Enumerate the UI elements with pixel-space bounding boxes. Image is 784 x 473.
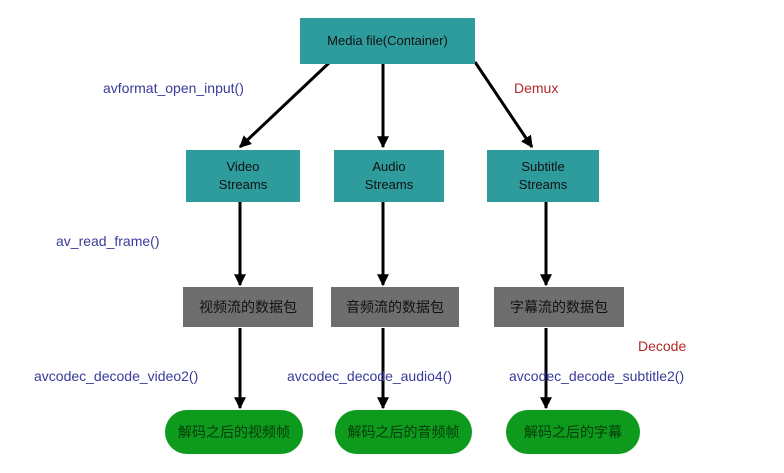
subtitle-packet-node: 字幕流的数据包 [494, 287, 624, 327]
decode-label: Decode [638, 338, 687, 354]
video-frame-node: 解码之后的视频帧 [165, 410, 303, 454]
decode-subtitle-label: avcodec_decode_subtitle2() [509, 368, 685, 384]
audio-streams-node: Audio Streams [334, 150, 444, 202]
audio-packet-node: 音频流的数据包 [331, 287, 459, 327]
video-streams-node: Video Streams [186, 150, 300, 202]
read-frame-label: av_read_frame() [56, 233, 160, 249]
container-node: Media file(Container) [300, 18, 475, 64]
open-input-label: avformat_open_input() [103, 80, 244, 96]
subtitle-streams-node: Subtitle Streams [487, 150, 599, 202]
arrow-container-to-subtitle [473, 61, 534, 148]
decode-audio-label: avcodec_decode_audio4() [287, 368, 453, 384]
video-packet-node: 视频流的数据包 [183, 287, 313, 327]
arrow-container-to-video [238, 60, 332, 149]
subtitle-frame-node: 解码之后的字幕 [506, 410, 640, 454]
decode-video-label: avcodec_decode_video2() [34, 368, 199, 384]
demux-label: Demux [514, 80, 559, 96]
audio-frame-node: 解码之后的音频帧 [335, 410, 472, 454]
